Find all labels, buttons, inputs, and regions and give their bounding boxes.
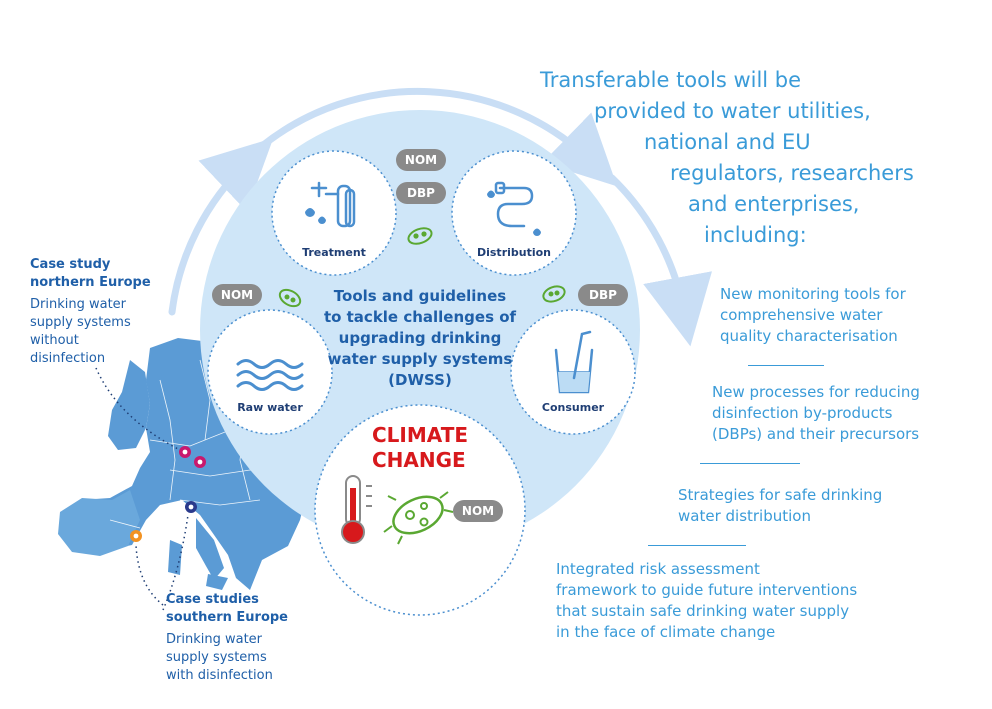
pipe-icon	[487, 181, 541, 236]
treatment-label: Treatment	[302, 246, 366, 259]
heading-line: including:	[704, 223, 807, 247]
dbp-badge: DBP	[396, 182, 446, 204]
heading-line: provided to water utilities,	[594, 99, 871, 123]
separator	[648, 545, 746, 546]
center-text: Tools and guidelines to tackle challenge…	[323, 287, 517, 389]
case-north-title: Case study northern Europe	[30, 257, 151, 290]
case-south-title: Case studies southern Europe	[166, 592, 289, 625]
nom-badge: NOM	[453, 500, 503, 522]
heading-line: and enterprises,	[688, 192, 860, 216]
location-pins	[130, 446, 206, 542]
heading-line: Transferable tools will be	[540, 68, 802, 92]
bacteria-icons	[278, 227, 566, 545]
separator	[700, 463, 800, 464]
nom-badge: NOM	[212, 284, 262, 306]
outcome-risk-assessment: Integrated risk assessment framework to …	[556, 560, 858, 641]
thermometer-icon	[341, 475, 372, 544]
case-north-body: Drinking water supply systems without di…	[30, 297, 131, 366]
distribution-label: Distribution	[476, 246, 552, 259]
outcome-monitoring: New monitoring tools for comprehensive w…	[720, 285, 906, 345]
consumer-label: Consumer	[541, 401, 605, 414]
treatment-icon	[305, 181, 356, 228]
tools-heading: Transferable tools will be provided to wa…	[540, 34, 960, 282]
waves-icon	[236, 359, 304, 391]
nom-badge: NOM	[396, 149, 446, 171]
leader-lines	[95, 367, 189, 611]
climate-change-title: CLIMATE CHANGE	[372, 423, 468, 472]
separator	[748, 365, 824, 366]
heading-line: national and EU	[644, 130, 811, 154]
cycle-arrows	[168, 87, 712, 347]
outcome-strategies: Strategies for safe drinking water distr…	[678, 486, 883, 525]
heading-line: regulators, researchers	[670, 161, 914, 185]
glass-icon	[554, 330, 594, 394]
outcome-processes: New processes for reducing disinfection …	[712, 383, 920, 443]
raw-water-label: Raw water	[237, 401, 303, 414]
case-south-body: Drinking water supply systems with disin…	[166, 632, 273, 683]
dbp-badge: DBP	[578, 284, 628, 306]
